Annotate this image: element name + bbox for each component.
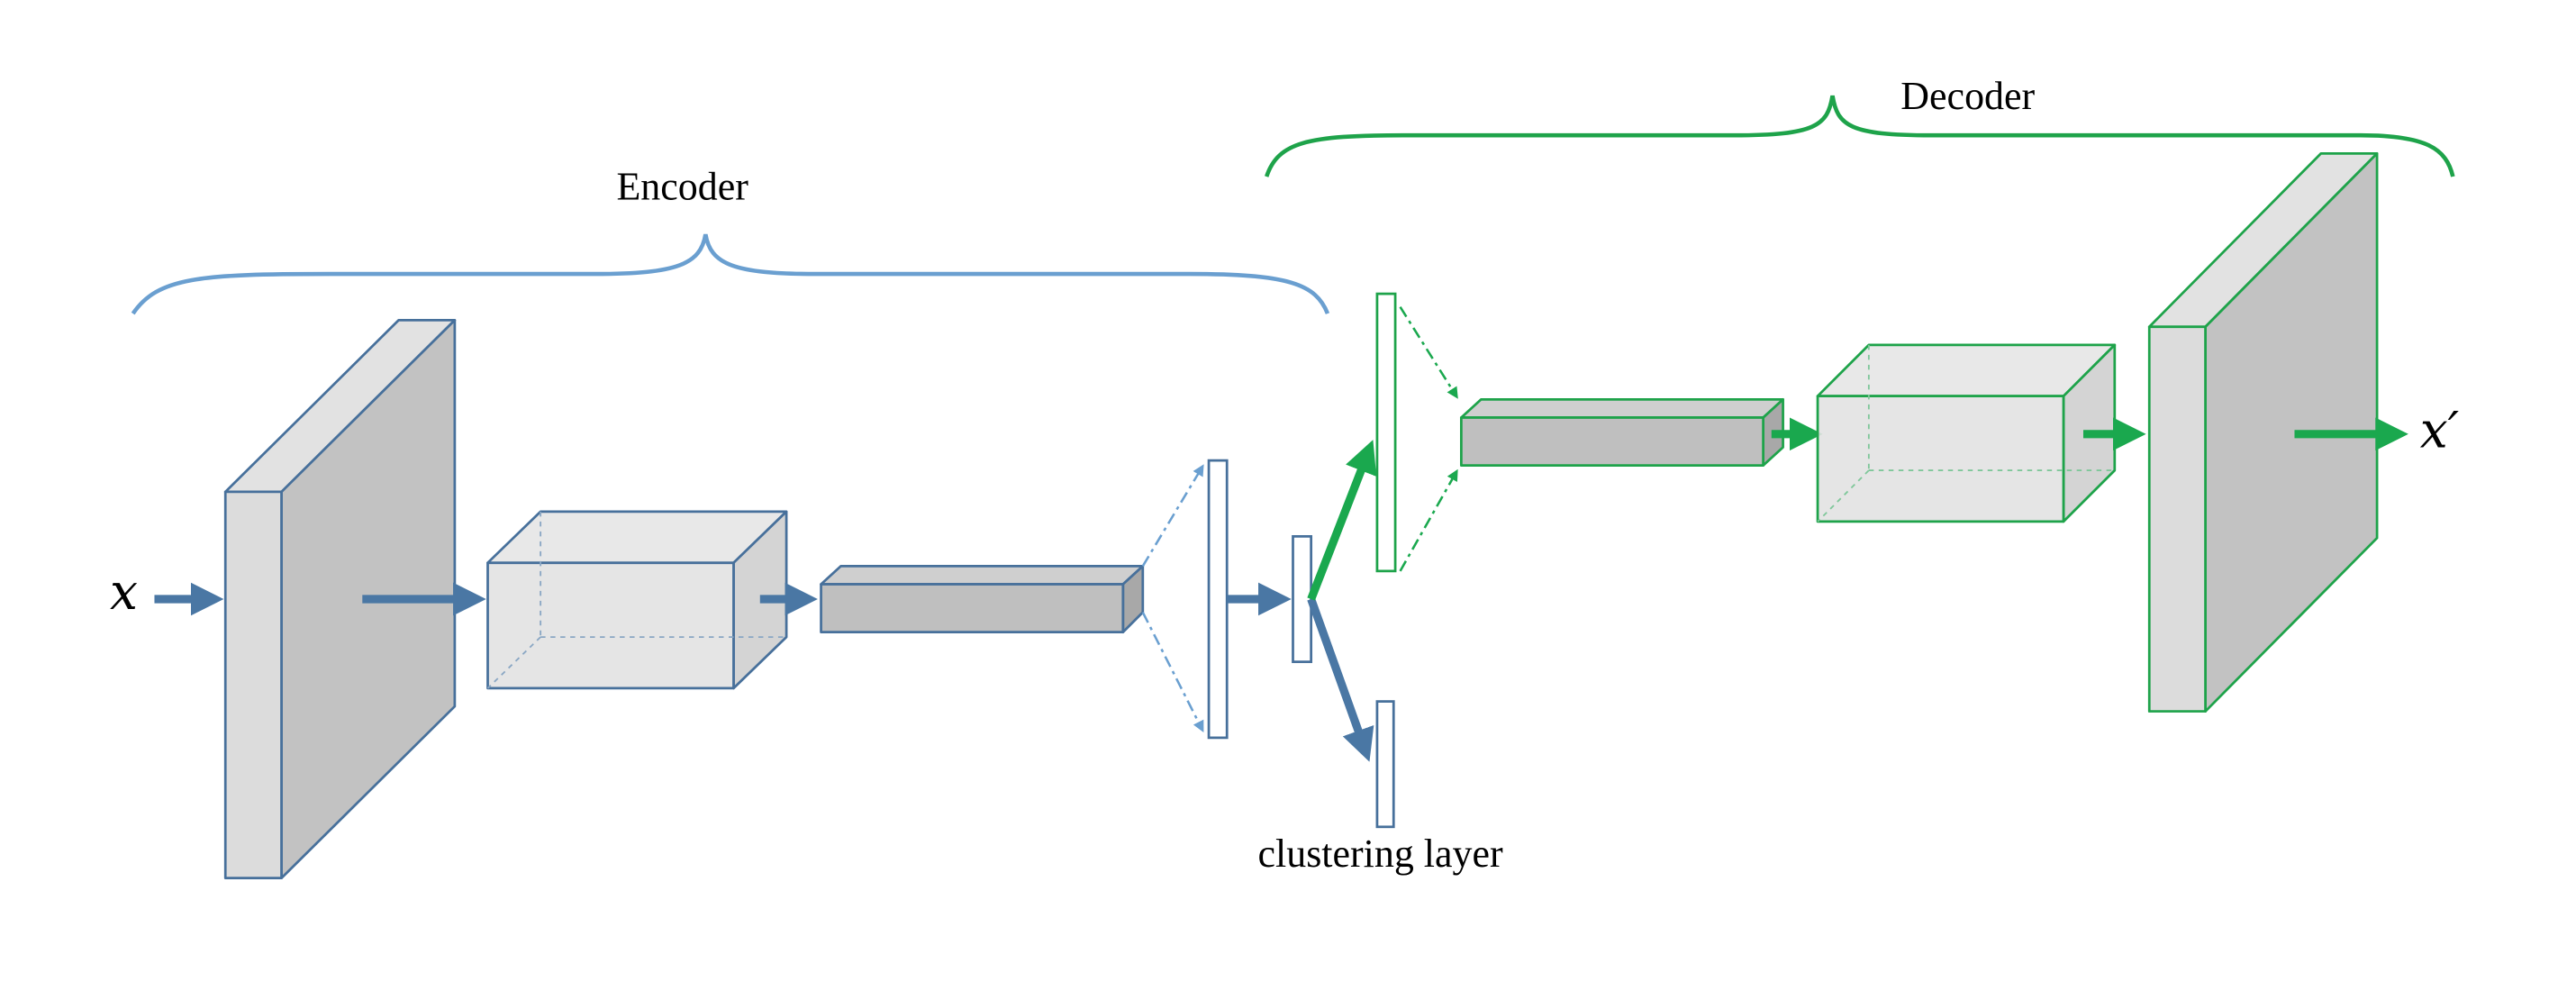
decoder-output-slab [2147,151,2379,713]
encoder-label: Encoder [616,165,748,209]
clustering-layer-box [1375,700,1395,829]
decoder-fan-bottom [1399,468,1458,572]
output-symbol: x′ [2420,401,2460,459]
decoder-brace [1265,95,2455,177]
input-symbol: x [110,563,138,621]
encoder-fan-top [1141,464,1204,568]
encoder-feature-cube [486,510,788,690]
encoder-fan-bottom [1141,612,1204,732]
decoder-fan-top [1399,306,1458,399]
embedding-layer [1292,535,1313,663]
clustering-layer-label: clustering layer [1258,832,1504,876]
decoder-flat-bar [1459,397,1784,467]
decoder-label: Decoder [1900,74,2035,118]
decoder-dense-layer [1375,292,1397,573]
encoder-dense-layer [1207,459,1229,740]
clustering-arrow [1307,597,1374,762]
decoder-arrow-1 [1307,440,1377,601]
decoder-feature-cube [1816,343,2117,523]
encoder-brace [131,233,1330,315]
encoder-flat-bar [820,564,1145,634]
